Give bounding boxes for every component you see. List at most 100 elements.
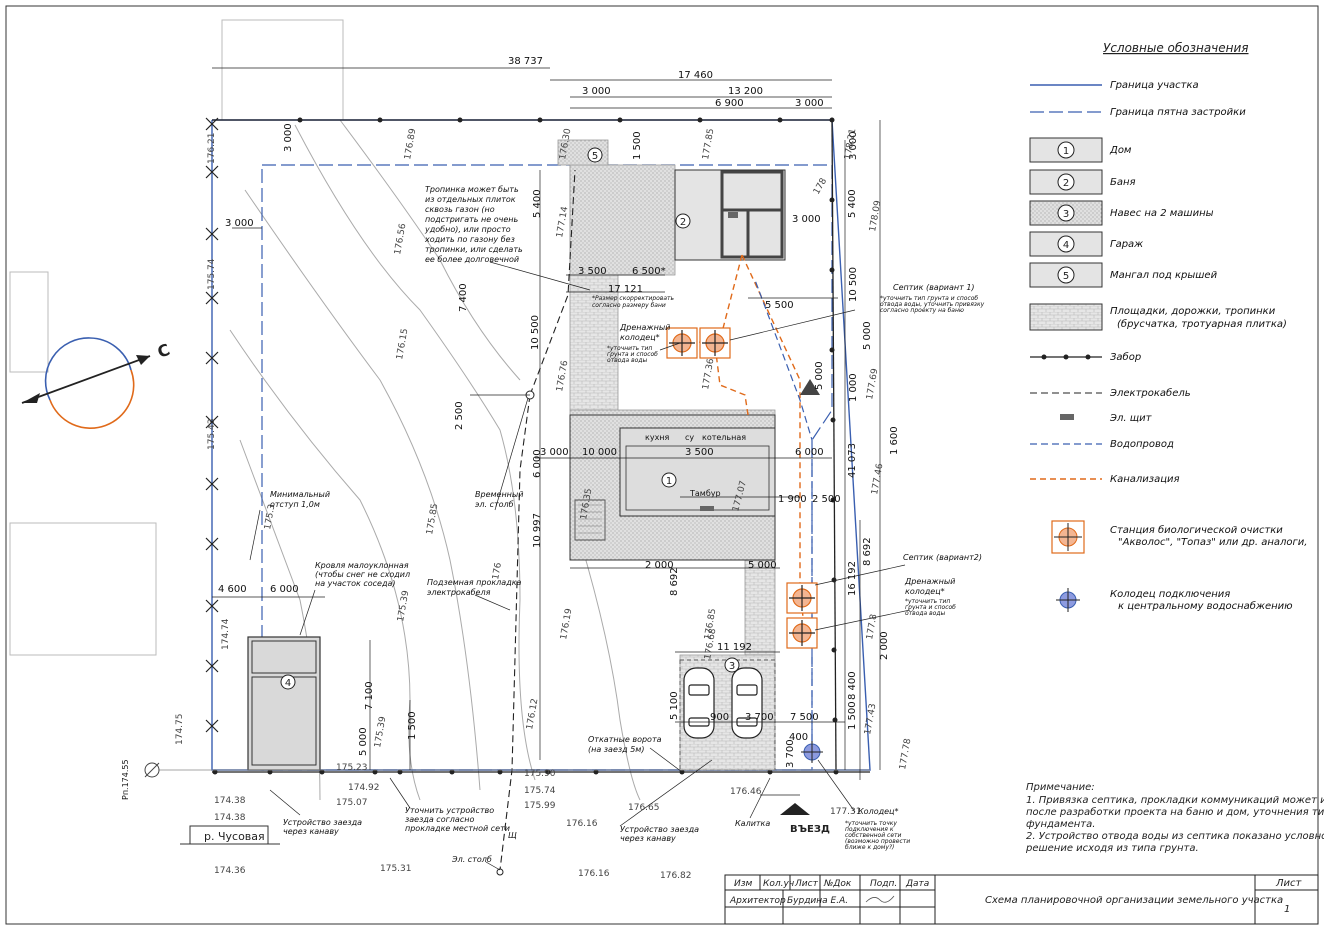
path-note: тропинки, или сделать xyxy=(425,245,523,254)
elevation-label: 175.43 xyxy=(207,419,217,451)
el-pole-icon xyxy=(496,868,504,876)
legend-grill: Мангал под крышей xyxy=(1110,270,1218,281)
drain1-label: колодец* xyxy=(620,333,660,342)
well-note: подключения к xyxy=(845,826,894,833)
dim-label: 1 900 xyxy=(778,494,807,505)
dim-label: 5 000 xyxy=(748,560,777,571)
room-wc: су xyxy=(685,433,694,442)
room-tambur: Тамбур xyxy=(689,489,721,498)
elevation-label: 176.89 xyxy=(403,128,418,161)
elevation-label: 177.46 xyxy=(870,463,885,496)
elevation-label: 175.23 xyxy=(336,763,368,773)
notes-line: решение исходя из типа грунта. xyxy=(1025,843,1199,854)
elevation-label: 176.19 xyxy=(559,608,574,641)
drain1-note: *уточнить тип xyxy=(607,345,652,352)
dim-label: 16 192 xyxy=(847,561,858,596)
dim-label: 8 692 xyxy=(669,567,680,596)
dim-label: 3 500 xyxy=(578,266,607,277)
elevation-label: 175.07 xyxy=(336,798,368,808)
sheet-frame xyxy=(5,5,1319,925)
elevation-label: 175.85 xyxy=(425,503,440,536)
septic1-note: отвода воды, уточнить привязку xyxy=(880,301,985,308)
dim-label: 13 200 xyxy=(728,86,763,97)
elevation-label: 175.39 xyxy=(373,716,388,749)
elevation-label: 174.38 xyxy=(214,813,246,823)
elevation-label: 176.46 xyxy=(730,787,762,797)
dim-label: 41 073 xyxy=(847,443,858,478)
dim-label: 1 500 xyxy=(632,131,643,160)
dim-label: 6 000 xyxy=(795,447,824,458)
legend-well-2: к центральному водоснабжению xyxy=(1118,600,1293,612)
title-block xyxy=(724,874,1319,925)
elevation-label: 177.69 xyxy=(865,368,880,401)
dim-label: 1 000 xyxy=(848,373,859,402)
well-note: (возможно провести xyxy=(845,838,910,845)
septic1-note: *уточнить тип грунта и способ xyxy=(880,295,978,302)
tb-role: Архитектор xyxy=(729,896,786,906)
dim-label: 8 692 xyxy=(862,537,873,566)
legend-title: Условные обозначения xyxy=(1103,41,1249,55)
well-note: *уточнить точку xyxy=(845,820,897,827)
dimension-labels: 38 737 17 460 13 200 3 000 6 900 3 000 3… xyxy=(218,56,900,768)
dim-label: 17 121 xyxy=(608,284,643,295)
dim-label: 5 000 xyxy=(814,361,825,390)
legend-bath-num: 2 xyxy=(1063,178,1069,189)
dim-label: 6 000 xyxy=(270,584,299,595)
elevation-label: 177.8 xyxy=(865,613,879,640)
fence-markers xyxy=(205,117,219,733)
dim-label: 10 500 xyxy=(530,315,541,350)
well-label: Колодец* xyxy=(858,807,898,816)
legend-paving: Площадки, дорожки, тропинки xyxy=(1110,306,1276,317)
legend-well: Колодец подключения xyxy=(1110,589,1230,600)
drain2-note: *уточнить тип xyxy=(905,598,950,605)
min-offset-label: Минимальный xyxy=(270,490,330,499)
dim-label: 5 400 xyxy=(532,189,543,218)
elevation-label: 177.31 xyxy=(830,807,862,817)
legend-biostation: Станция биологической очистки xyxy=(1110,524,1283,536)
roof-label: Кровля малоуклонная xyxy=(315,561,409,570)
dim-label: 10 000 xyxy=(582,447,617,458)
street-label: р. Чусовая xyxy=(204,830,265,843)
well-note: собственной сети xyxy=(845,832,902,839)
pass2-label: через канаву xyxy=(620,834,676,843)
carport-number: 3 xyxy=(729,661,735,672)
dim-label: 1 600 xyxy=(889,426,900,455)
tb-header: №Док xyxy=(823,879,852,889)
building-numbers: 1 2 3 4 5 xyxy=(280,147,740,690)
pass1-label: через канаву xyxy=(283,827,339,836)
dim-label: 3 000 xyxy=(582,86,611,97)
carport xyxy=(679,659,776,771)
temp-pole-label: эл. столб xyxy=(475,500,514,509)
legend-house-num: 1 xyxy=(1063,146,1069,157)
elevation-label: 176.12 xyxy=(525,698,540,731)
garage-building xyxy=(247,636,321,771)
elevation-label: 176.76 xyxy=(555,360,570,393)
room-boiler: котельная xyxy=(702,433,746,442)
path-note: ее более долговечной xyxy=(425,255,519,264)
el-pole-label: Эл. столб xyxy=(451,855,492,864)
annotation-leaders xyxy=(249,261,911,871)
elevation-label: 174.75 xyxy=(175,714,185,746)
house-building xyxy=(569,414,776,561)
north-label: С xyxy=(155,340,173,362)
north-arrow-icon xyxy=(136,355,150,365)
dim-label: 3 000 xyxy=(225,218,254,229)
neighbour-house-left-bottom xyxy=(9,522,157,656)
tb-header: Дата xyxy=(905,879,929,889)
elevation-label: 177.43 xyxy=(863,703,878,736)
drain2-note: отвода воды xyxy=(905,610,945,617)
dim-label: 2 000 xyxy=(645,560,674,571)
dim-label: 5 000 xyxy=(358,727,369,756)
roof-label: (чтобы снег не сходил xyxy=(315,570,410,579)
panel-label: Щ xyxy=(508,831,517,840)
kalitka-label: Калитка xyxy=(735,819,770,828)
tb-header: Подп. xyxy=(870,879,897,889)
elevation-label: 175.90 xyxy=(524,769,556,779)
dim-label: 3 500 xyxy=(685,447,714,458)
elevation-label: 177.85 xyxy=(701,128,716,161)
dim-label: 3 000 xyxy=(540,447,569,458)
temp-pole-label: Временный xyxy=(475,490,523,499)
house-number: 1 xyxy=(666,476,672,487)
dim-label: 5 100 xyxy=(669,691,680,720)
tb-header: Кол.уч xyxy=(763,879,794,889)
